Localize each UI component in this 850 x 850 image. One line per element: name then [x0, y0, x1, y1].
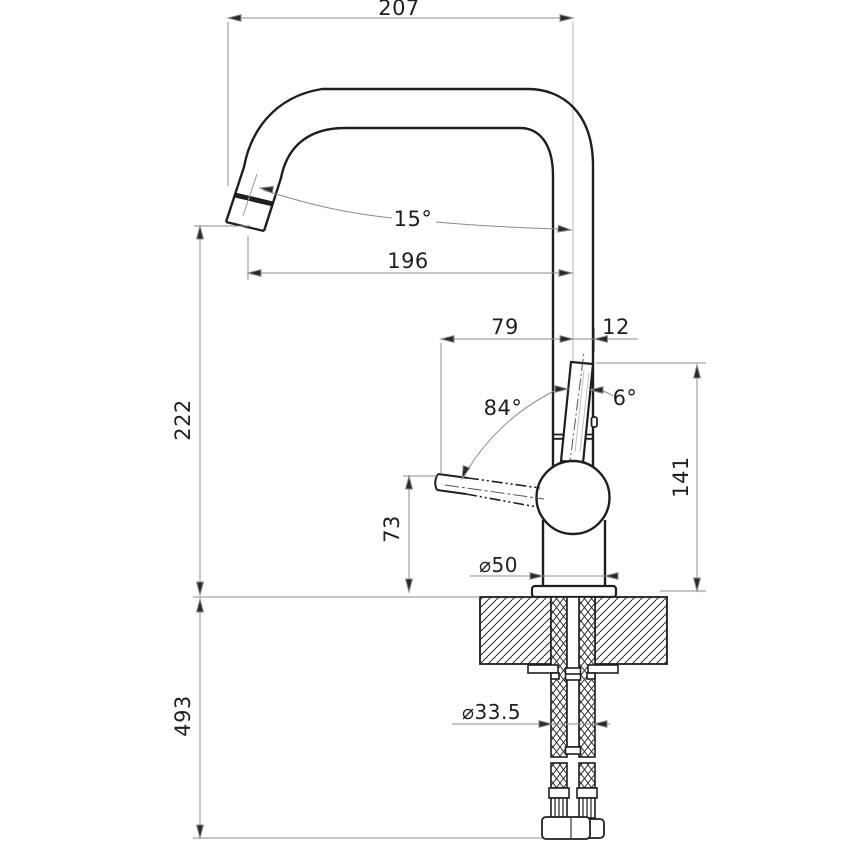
- hose-left-lower: [550, 762, 568, 789]
- stud-end-cap: [564, 746, 582, 755]
- label-493: 493: [171, 695, 195, 737]
- dim-spout-reach: [247, 236, 573, 280]
- countertop-section: [479, 596, 668, 665]
- faucet-body: [224, 87, 618, 599]
- ball-joint: [535, 459, 611, 536]
- label-222: 222: [171, 399, 195, 441]
- dimension-labels: 207 196 15° 79 12 84° 6° 222 493 141 73 …: [171, 0, 693, 737]
- label-15deg: 15°: [394, 207, 433, 231]
- label-84deg: 84°: [484, 396, 523, 420]
- dim-overall-width: [227, 14, 574, 186]
- spout-tip-centerline: [242, 173, 258, 217]
- dim-handle-height: [596, 362, 706, 592]
- spout-outer-edge: [224, 87, 595, 468]
- supply-hoses: [527, 596, 619, 840]
- label-dia50: ⌀50: [479, 553, 518, 577]
- label-6deg: 6°: [613, 386, 638, 410]
- hex-nut-left: [541, 816, 591, 840]
- dim-hose-length: [193, 598, 542, 839]
- aerator-band: [234, 192, 274, 207]
- dim-lever-angles: [458, 385, 614, 481]
- lever-phantom: [434, 473, 545, 508]
- dimensions: [193, 14, 706, 839]
- label-73: 73: [380, 515, 404, 543]
- label-141: 141: [669, 456, 693, 498]
- dim-lever-height: [403, 475, 437, 593]
- label-dia335: ⌀33.5: [462, 700, 521, 724]
- hose-right-lower: [578, 762, 596, 789]
- label-207: 207: [378, 0, 420, 20]
- dim-handle-offsets: [440, 328, 638, 473]
- mounting-bracket: [527, 664, 619, 681]
- label-196: 196: [387, 249, 429, 273]
- dim-hole-diameter: [452, 720, 610, 728]
- base-flange: [530, 584, 618, 599]
- hose-connectors: [550, 797, 596, 819]
- label-12: 12: [602, 315, 630, 339]
- dim-spout-height: [193, 225, 480, 598]
- handle-rod: [559, 351, 598, 471]
- handle-set-screw: [590, 416, 598, 428]
- spout-inner-edge: [262, 126, 555, 468]
- dim-outlet-angle: [259, 184, 572, 234]
- dim-body-diameter: [470, 572, 619, 580]
- label-79: 79: [491, 315, 519, 339]
